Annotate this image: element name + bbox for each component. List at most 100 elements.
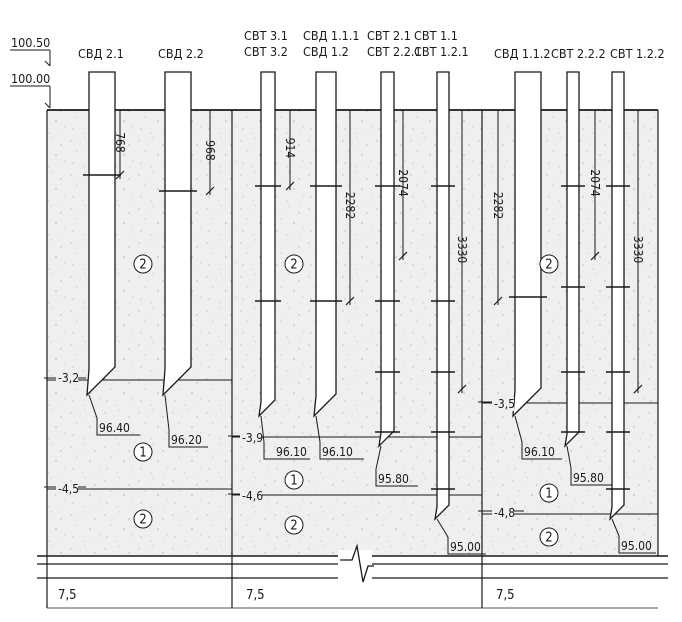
- pile-label: СВТ 2.2.2: [551, 46, 606, 61]
- pile-label: СВТ 2.1: [367, 28, 411, 43]
- pile: [561, 71, 585, 448]
- dimension-value: 3330: [631, 236, 645, 264]
- pile-label: СВД 1.2: [303, 44, 349, 59]
- layer-depth: -4,8: [478, 506, 524, 520]
- section-width-value: 7,5: [246, 588, 265, 603]
- soil-layer-number: 1: [284, 470, 304, 490]
- pile-label: СВД 2.2: [158, 46, 204, 61]
- depth-value: -4,5: [58, 482, 79, 496]
- section-width-value: 7,5: [58, 588, 77, 603]
- layer-number-value: 1: [545, 487, 552, 502]
- layer-number-value: 2: [139, 258, 146, 273]
- elevation-ground-label: 100.00: [11, 71, 50, 86]
- dimension-value: 2282: [491, 192, 505, 219]
- tip-elevation: 96.40: [88, 394, 140, 436]
- pile-label: СВТ 1.1: [414, 28, 458, 43]
- layer-number-circle: [133, 509, 153, 529]
- pile-label: СВД 1.1.2: [494, 46, 551, 61]
- depth-label-bg: [492, 506, 514, 520]
- elevation-top-label: 100.50: [11, 35, 50, 50]
- pile-shaft: [162, 71, 192, 397]
- pile-label: СВТ 3.1: [244, 28, 288, 43]
- dimension-value: 2074: [396, 169, 410, 197]
- depth-value: -3,5: [494, 397, 515, 411]
- pile-shaft: [258, 71, 276, 418]
- layer-number-value: 2: [545, 531, 552, 546]
- dimension-tick: [633, 384, 643, 394]
- soil-layer-number: 2: [133, 254, 153, 274]
- soil-layer-number: 1: [133, 442, 153, 462]
- layer-number-circle: [133, 254, 153, 274]
- pile: [310, 71, 342, 418]
- tip-elevation: 95.00: [611, 518, 656, 554]
- layer-number-circle: [133, 442, 153, 462]
- layer-number-value: 1: [139, 446, 146, 461]
- break-symbol: [338, 543, 374, 584]
- dimension-value: 3330: [455, 236, 469, 264]
- layer-depth: -4,5: [44, 482, 86, 496]
- dimension-tick: [115, 170, 125, 180]
- pile-label: СВТ 1.2.1: [414, 44, 469, 59]
- layer-number-circle: [539, 483, 559, 503]
- tip-elevation: 96.10: [514, 415, 562, 460]
- tip-leader: [315, 415, 364, 460]
- dimension-line: 3330: [455, 110, 469, 394]
- layer-depth: -3,5: [478, 397, 515, 411]
- dimension-line: 2074: [588, 110, 602, 261]
- tip-elevation-value: 96.40: [99, 421, 130, 435]
- dimension-value: 768: [113, 132, 127, 153]
- tip-elevation-value: 95.80: [573, 471, 604, 485]
- tip-elevation-value: 96.20: [171, 433, 202, 447]
- tip-elevation-value: 95.80: [378, 472, 409, 486]
- tip-elevation-value: 95.00: [621, 539, 652, 553]
- pile-shaft: [609, 71, 625, 521]
- soil-layer-numbers: 2 2 2 1 2 1 2 1 2: [133, 254, 559, 547]
- dimension-line: 768: [113, 110, 127, 180]
- elevation-marker-top: 100.50: [10, 35, 51, 67]
- depth-value: -3,2: [58, 371, 79, 385]
- tip-leader: [436, 518, 486, 555]
- dimension-value: 2074: [588, 169, 602, 197]
- pile: [431, 71, 455, 521]
- tip-elevation: 95.80: [566, 445, 612, 486]
- tip-elevation-value: 95.00: [450, 540, 481, 554]
- layer-number-value: 2: [290, 519, 297, 534]
- pile-label: СВД 1.1.1: [303, 28, 360, 43]
- layer-depth-labels: -3,2 -4,5 -3,9 -4,6 -3,5 -4,8: [44, 371, 524, 520]
- soil-layer-number: 2: [284, 515, 304, 535]
- depth-label-bg: [240, 431, 262, 445]
- dimension-tick: [493, 296, 503, 306]
- tip-elevation-value: 96.10: [524, 445, 555, 459]
- soil-layer-number: 2: [284, 254, 304, 274]
- soil-layer-number: 2: [133, 509, 153, 529]
- layer-depth: -3,9: [228, 431, 263, 445]
- layer-depth: -3,2: [44, 371, 86, 385]
- dimension-value: 2282: [343, 192, 357, 219]
- pile: [606, 71, 630, 521]
- pile-shaft: [564, 71, 580, 448]
- pile-shaft: [313, 71, 337, 418]
- layer-number-value: 1: [290, 474, 297, 489]
- tip-elevation: 95.00: [436, 518, 486, 555]
- soil-layer-number: 2: [539, 254, 559, 274]
- dimension-line: 914: [283, 110, 297, 191]
- layer-number-circle: [539, 527, 559, 547]
- tip-leader: [164, 394, 208, 448]
- depth-value: -4,6: [242, 489, 263, 503]
- depth-label-bg: [56, 371, 78, 385]
- pile-shaft: [378, 71, 395, 448]
- layer-number-circle: [539, 254, 559, 274]
- pile: [159, 71, 197, 397]
- pile: [255, 71, 281, 418]
- dimension-tick: [457, 384, 467, 394]
- dimension-line: 2282: [491, 110, 505, 306]
- piles: [83, 71, 630, 521]
- layer-number-circle: [284, 254, 304, 274]
- pile-label: СВТ 1.2.2: [610, 46, 665, 61]
- tip-leader: [566, 445, 612, 486]
- pile-shaft: [434, 71, 450, 521]
